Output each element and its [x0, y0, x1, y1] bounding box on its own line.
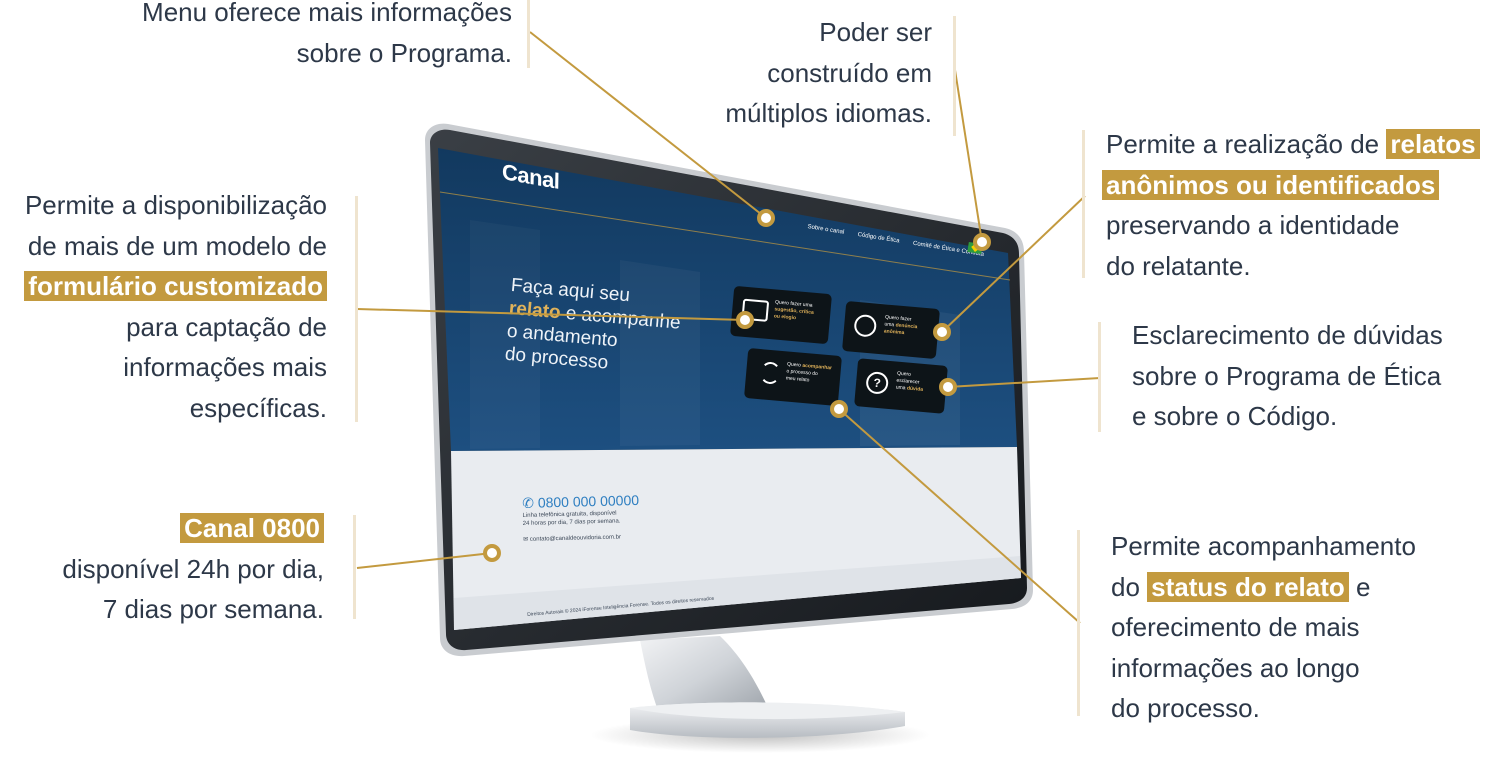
annotation-formulario-hl: formulário customizado [24, 271, 327, 301]
annotation-idiomas-line2: construído em [767, 57, 932, 88]
annot-bar-formulario [355, 196, 358, 422]
annotation-acompanhamento-line4: informações ao longo [1111, 652, 1360, 683]
annotation-formulario-line1: Permite a disponibilização [24, 190, 327, 220]
annotation-menu-line1: Menu oferece mais informações [142, 0, 512, 27]
annotation-menu: Menu oferece mais informações sobre o Pr… [142, 0, 512, 73]
marker-duvidas [939, 378, 957, 396]
annotation-formulario-line4: para captação de [126, 311, 327, 342]
annotation-acompanhamento-line5: do processo. [1111, 693, 1260, 723]
marker-idiomas [973, 233, 991, 251]
annotation-0800-hl: Canal 0800 [180, 513, 324, 543]
annotation-acompanhamento: Permite acompanhamento do status do rela… [1111, 526, 1416, 729]
annot-bar-acompanhamento [1077, 530, 1080, 716]
annotation-relatos-pre: Permite a realização de [1106, 129, 1387, 159]
annotation-menu-line2: sobre o Programa. [296, 37, 512, 68]
annotation-formulario-line5: informações mais [123, 352, 327, 382]
annotation-acompanhamento-line3: oferecimento de mais [1111, 612, 1360, 642]
annotation-idiomas-line3: múltiplos idiomas. [725, 98, 932, 128]
annotation-relatos-line4: do relatante. [1106, 250, 1251, 281]
annotation-0800-line3: 7 dias por semana. [102, 594, 324, 624]
annot-bar-idiomas [953, 16, 956, 136]
annotation-relatos-hl2: anônimos ou identificados [1102, 169, 1440, 200]
annotation-duvidas-line1: Esclarecimento de dúvidas [1132, 320, 1443, 350]
annot-bar-duvidas [1098, 322, 1101, 432]
marker-menu [757, 209, 775, 227]
marker-formulario [736, 311, 754, 329]
marker-acompanhamento [830, 400, 848, 418]
annot-bar-0800 [353, 515, 356, 619]
annotation-relatos-line3: preservando a identidade [1106, 210, 1400, 240]
annotation-acompanhamento-line1: Permite acompanhamento [1111, 531, 1416, 561]
annotation-formulario-line6: específicas. [189, 392, 327, 423]
annotation-duvidas-line2: sobre o Programa de Ética [1132, 360, 1442, 391]
marker-relatos [933, 323, 951, 341]
annotation-formulario: Permite a disponibilização de mais de um… [24, 185, 327, 428]
annotation-duvidas: Esclarecimento de dúvidas sobre o Progra… [1132, 315, 1443, 437]
annotation-relatos-hl1: relatos [1386, 129, 1480, 159]
annotation-acompanhamento-hl: status do relato [1147, 571, 1349, 602]
annotation-acompanhamento-post: e [1348, 571, 1371, 602]
annot-bar-relatos [1082, 130, 1085, 278]
annotation-formulario-line2: de mais de um modelo de [27, 230, 327, 261]
annotation-duvidas-line3: e sobre o Código. [1132, 401, 1338, 431]
annotation-idiomas-line1: Poder ser [819, 17, 932, 47]
annotation-relatos: Permite a realização de relatos anônimos… [1102, 124, 1480, 286]
annotation-acompanhamento-pre: do [1111, 571, 1148, 602]
annotation-0800: Canal 0800 disponível 24h por dia, 7 dia… [62, 508, 324, 630]
annotation-idiomas: Poder ser construído em múltiplos idioma… [725, 12, 932, 134]
marker-0800 [483, 544, 501, 562]
annot-bar-menu [527, 0, 530, 68]
annotation-0800-line2: disponível 24h por dia, [62, 553, 324, 584]
